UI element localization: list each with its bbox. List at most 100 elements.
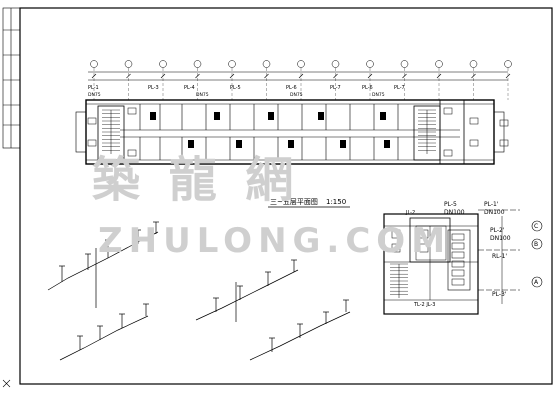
fixture — [87, 117, 97, 125]
pipe-marker — [288, 140, 294, 148]
detail-fixture — [451, 233, 465, 241]
axis-mark-circle — [531, 238, 543, 250]
detail-fixture — [451, 242, 465, 250]
detail-label: DN100 — [490, 235, 511, 242]
axis-bubble — [400, 60, 409, 68]
pipe-marker — [268, 112, 274, 120]
detail-stair — [390, 263, 408, 298]
fixture — [127, 107, 137, 115]
pipe-dn: DN75 — [372, 92, 385, 98]
axis-mark-group: C B A — [531, 220, 543, 288]
isometric-diagram-left — [47, 221, 159, 361]
axis-bubble — [504, 60, 512, 68]
dim-tick — [298, 73, 304, 79]
dim-tick — [126, 73, 131, 79]
fixture — [499, 119, 509, 127]
pipe-marker — [214, 112, 220, 120]
detail-label: PL-5 — [444, 201, 457, 208]
fixture — [443, 149, 453, 157]
isometric-diagram-middle — [195, 259, 351, 361]
dim-tick — [333, 73, 338, 79]
dim-tick — [229, 73, 235, 79]
axis-bubble — [297, 60, 305, 68]
dim-tick — [91, 73, 97, 79]
detail-fixture — [391, 243, 401, 253]
axis-mark: A — [534, 279, 539, 286]
fixture — [499, 139, 509, 147]
axis-bubble — [124, 60, 133, 68]
axis-mark: B — [534, 241, 538, 248]
pipe-label: PL-6 — [362, 85, 373, 91]
stair-right — [418, 109, 436, 154]
watermark-latin: ZHULONG.COM — [98, 221, 451, 261]
detail-labels: PL-5 DN100 PL-1' DN100 JL-2 PL-2' DN100 … — [405, 201, 511, 308]
plan-title: 三~五层平面图 — [270, 198, 318, 206]
title-strip — [2, 7, 21, 149]
detail-fixture — [451, 269, 465, 277]
fixture — [127, 149, 137, 157]
pipe-dn: DN75 — [88, 92, 101, 98]
fixture — [443, 107, 453, 115]
detail-label: RL-1' — [492, 253, 507, 260]
fixture — [469, 117, 479, 125]
detail-label: JL-2 — [405, 210, 415, 216]
detail-label: PL-1' — [484, 201, 499, 208]
dim-tick — [436, 73, 442, 79]
axis-bubble — [262, 60, 271, 68]
axis-bubble — [90, 60, 98, 68]
pipe-marker — [236, 140, 242, 148]
axis-bubble — [331, 60, 340, 68]
corner-marker — [2, 379, 11, 388]
dimension-ticks — [91, 73, 511, 79]
dim-tick — [367, 73, 373, 79]
watermark-chinese: 築 龍 網 — [92, 152, 299, 208]
detail-fixtures — [391, 229, 465, 286]
detail-fixture — [451, 278, 465, 286]
pipe-dn: DN75 — [290, 92, 303, 98]
axis-mark-circle — [531, 276, 543, 288]
drawing-frame — [19, 7, 553, 385]
detail-fixture — [451, 260, 465, 268]
dim-tick — [505, 73, 511, 79]
detail-label: PL-2' — [490, 227, 505, 234]
detail-fixture — [391, 229, 401, 239]
pipe-marker — [380, 112, 386, 120]
axis-mark: C — [534, 223, 538, 230]
pipe-label: PL-7 — [330, 85, 341, 91]
detail-fixture — [419, 243, 429, 253]
dim-tick — [195, 73, 200, 79]
pipe-label: PL-4 — [184, 85, 195, 91]
detail-fixture — [451, 251, 465, 259]
pipe-label: PL-3 — [148, 85, 159, 91]
pipe-labels-top: PL-1 PL-3 PL-4 PL-5 PL-6 PL-7 PL-6 PL-7 … — [88, 85, 405, 98]
dim-tick — [471, 73, 476, 79]
axis-bubbles — [90, 60, 512, 100]
pipe-marker — [340, 140, 346, 148]
detail-label: DN100 — [444, 209, 465, 216]
dim-tick — [264, 73, 269, 79]
detail-fixture — [419, 229, 429, 239]
pipe-label: PL-7 — [394, 85, 405, 91]
pipe-dn: DN75 — [196, 92, 209, 98]
plan-scale: 1:150 — [326, 198, 346, 206]
axis-bubble — [366, 60, 374, 68]
axis-mark-circle — [531, 220, 543, 232]
dim-tick — [160, 73, 166, 79]
pipe-run — [195, 269, 299, 321]
axis-bubble — [159, 60, 167, 68]
plan-partitions — [139, 104, 399, 160]
pipe-marker — [188, 140, 194, 148]
detail-label: DN100 — [484, 209, 505, 216]
pipe-marker — [384, 140, 390, 148]
pipe-run — [59, 315, 149, 361]
axis-bubble — [435, 60, 443, 68]
plan-fixtures — [87, 107, 509, 157]
dim-tick — [402, 73, 407, 79]
top-dimension-line — [88, 71, 508, 81]
detail-label: PL-3' — [492, 291, 507, 298]
pipe-marker — [318, 112, 324, 120]
axis-bubble — [228, 60, 236, 68]
axis-bubble — [469, 60, 478, 68]
pipe-label: PL-1 — [88, 85, 99, 91]
